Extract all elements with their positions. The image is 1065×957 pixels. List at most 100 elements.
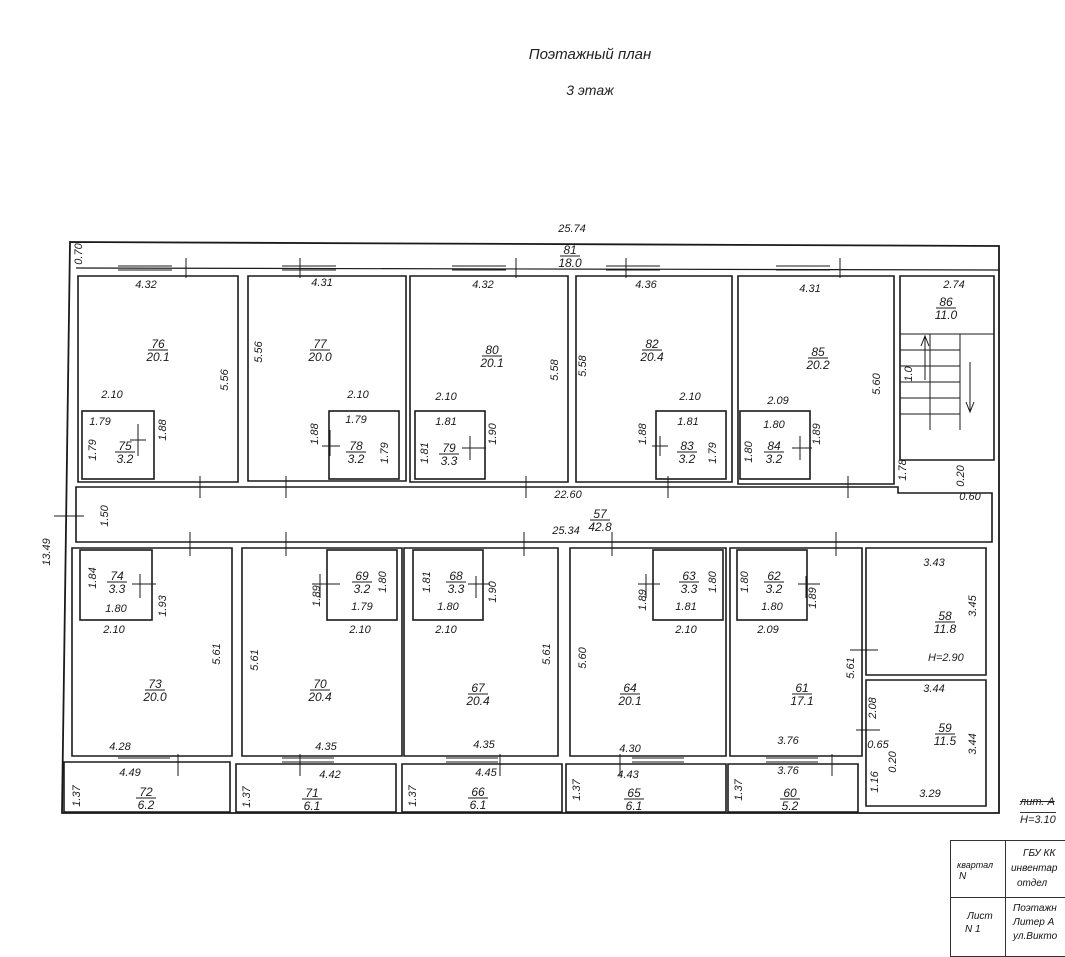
dimension-label: 4.49 <box>119 767 140 779</box>
room-number: 79 <box>442 441 456 455</box>
room-area: 3.2 <box>766 452 783 466</box>
room-area: 20.4 <box>307 690 332 704</box>
room-number: 59 <box>938 721 952 735</box>
dimension-label: 1.0 <box>903 365 915 381</box>
room-68: 683.3 <box>446 569 466 596</box>
dimension-label: 3.76 <box>777 735 799 747</box>
floor-height-note: Н=3.10 <box>1020 812 1056 826</box>
room-area: 11.0 <box>935 308 958 322</box>
dimension-label: 2.09 <box>766 395 788 407</box>
room-65: 656.1 <box>624 786 644 813</box>
overall-width-label: 13.49 <box>41 538 53 566</box>
room-58-height-note: Н=2.90 <box>928 652 964 664</box>
room-71: 716.1 <box>302 786 322 813</box>
dimension-label: 4.30 <box>619 743 641 755</box>
dimension-label: 1.88 <box>157 418 169 440</box>
dimension-label: 0.65 <box>867 739 889 751</box>
room-number: 76 <box>151 337 165 351</box>
overall-length-label: 25.74 <box>557 223 586 235</box>
dimension-label: 5.56 <box>253 340 265 362</box>
dimension-label: 5.61 <box>541 643 553 664</box>
dimension-label: 1.89 <box>311 585 323 606</box>
dimension-label: 1.80 <box>743 440 755 462</box>
room-area: 3.3 <box>448 582 465 596</box>
room-area: 5.2 <box>782 799 799 813</box>
dimension-label: 1.80 <box>377 570 389 592</box>
room-69: 693.2 <box>352 569 372 596</box>
dimension-label: 1.89 <box>811 423 823 444</box>
dimension-label: 1.79 <box>345 414 366 426</box>
dimension-label: 2.10 <box>678 391 701 403</box>
dimension-label: 2.10 <box>434 624 457 636</box>
room-area: 20.1 <box>479 356 503 370</box>
room-number: 75 <box>118 439 132 453</box>
dimension-label: 5.56 <box>219 368 231 390</box>
dimension-label: 22.60 <box>553 489 582 501</box>
room-number: 70 <box>313 677 327 691</box>
dimension-label: 2.10 <box>346 389 369 401</box>
tb-doc-3: ул.Викто <box>1013 931 1058 942</box>
liter-note: лит. А <box>1020 796 1055 808</box>
room-number: 58 <box>938 609 952 623</box>
room-area: 11.8 <box>934 622 957 636</box>
room-area: 18.0 <box>558 256 582 270</box>
dimension-label: 5.60 <box>871 372 883 394</box>
room-area: 3.2 <box>348 452 365 466</box>
room-number: 85 <box>811 345 825 359</box>
dimension-label: 1.37 <box>71 784 83 806</box>
dimension-label: 1.81 <box>421 571 433 592</box>
dimension-label: 1.80 <box>707 570 719 592</box>
dimension-label: 4.32 <box>472 279 493 291</box>
room-area: 3.3 <box>441 454 458 468</box>
dimension-label: 2.10 <box>434 391 457 403</box>
room-area: 20.4 <box>465 694 490 708</box>
tb-doc-1: Поэтажн <box>1013 903 1057 914</box>
room-60: 605.2 <box>780 786 800 813</box>
room-area: 3.3 <box>109 582 126 596</box>
dimension-label: 1.80 <box>739 570 751 592</box>
tb-kvartal-n: N <box>959 871 967 882</box>
dimension-label: 0.20 <box>887 750 899 772</box>
dimension-label: 3.29 <box>919 788 940 800</box>
room-number: 78 <box>349 439 363 453</box>
dimension-label: 1.37 <box>733 778 745 800</box>
room-number: 68 <box>449 569 463 583</box>
room-78: 783.2 <box>346 439 366 466</box>
room-62: 623.2 <box>764 569 784 596</box>
dimension-label: 1.37 <box>571 778 583 800</box>
room-number: 82 <box>645 337 659 351</box>
tb-org-3: отдел <box>1017 878 1048 889</box>
dimension-label: 1.78 <box>897 458 909 480</box>
room-area: 20.0 <box>307 350 332 364</box>
room-area: 20.1 <box>145 350 169 364</box>
dimension-label: 1.89 <box>637 589 649 610</box>
dimension-label: 4.36 <box>635 279 657 291</box>
room-area: 6.1 <box>626 799 643 813</box>
room-area: 3.2 <box>117 452 134 466</box>
room-74: 743.3 <box>107 569 127 596</box>
tb-doc-2: Литер А <box>1013 917 1055 928</box>
room-area: 3.2 <box>679 452 696 466</box>
dimension-label: 4.43 <box>617 769 639 781</box>
room-area: 42.8 <box>588 520 612 534</box>
room-area: 20.4 <box>639 350 664 364</box>
dimension-label: 1.80 <box>105 603 127 615</box>
dimension-label: 4.32 <box>135 279 156 291</box>
tb-list: Лист <box>967 911 993 922</box>
room-number: 65 <box>627 786 641 800</box>
room-84: 843.2 <box>764 439 784 466</box>
dimension-label: 4.31 <box>799 283 820 295</box>
dimension-label: 2.74 <box>942 279 964 291</box>
room-number: 72 <box>139 785 153 799</box>
dimension-label: 1.79 <box>351 601 372 613</box>
dimension-label: 2.08 <box>867 696 879 719</box>
room-number: 69 <box>355 569 369 583</box>
